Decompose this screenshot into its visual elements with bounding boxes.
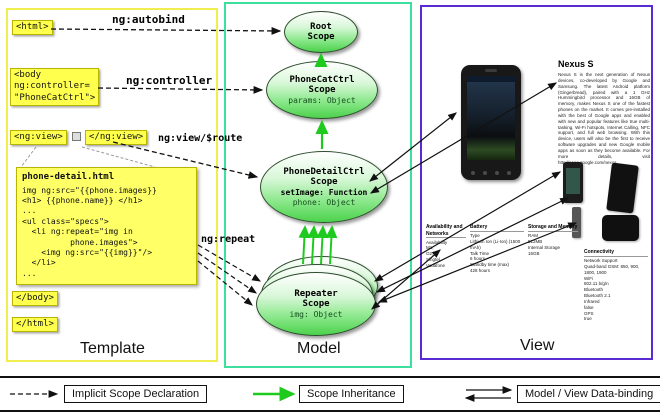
- code-box-title: phone-detail.html: [22, 172, 115, 182]
- list-item: ...: [22, 268, 37, 278]
- list-item: ...: [22, 206, 37, 216]
- phonecatctrl-scope-title: PhoneCatCtrl Scope: [289, 74, 355, 95]
- spec-header-battery: Battery: [470, 224, 524, 232]
- spec-header-connectivity: Connectivity: [584, 249, 648, 257]
- list-item: img ng:src="{{phone.images}}: [22, 185, 157, 195]
- list-item: 16GB: [528, 250, 540, 256]
- phone-thumbnail-side: [572, 207, 581, 238]
- view-placeholder-box: [72, 132, 81, 141]
- html-close-tag: </html>: [12, 317, 58, 333]
- ngview-open-tag: <ng:view>: [10, 130, 67, 146]
- phone-thumbnail-front: [563, 162, 583, 203]
- view-section-label: View: [520, 337, 555, 354]
- legend-bottom-rule: [0, 410, 660, 412]
- list-item: <h1> {{phone.name}} </h1>: [22, 196, 143, 206]
- phone-statusbar: [467, 76, 515, 82]
- phonecatctrl-scope-ellipse: PhoneCatCtrl Scope params: Object: [266, 61, 378, 119]
- spec-header-storage: Storage and Memory: [528, 224, 578, 232]
- phone-thumbnail-back: [602, 215, 639, 241]
- phone-buttons-row: [471, 171, 511, 175]
- thumbnail-screen: [566, 168, 580, 194]
- phonedetailctrl-scope-title: PhoneDetailCtrl Scope: [283, 166, 365, 187]
- phonedetailctrl-scope-prop-setimage: setImage: Function: [280, 188, 368, 198]
- list-item: Network Support: [584, 258, 618, 263]
- ng-repeat-label: ng:repeat: [201, 234, 256, 245]
- phonecatctrl-scope-prop: params: Object: [288, 96, 356, 106]
- list-item: Vodafone: [426, 262, 446, 268]
- html-open-tag: <html>: [12, 20, 53, 36]
- phone-speaker: [485, 69, 497, 72]
- template-section-frame: [6, 8, 218, 362]
- list-item: Lithium Ion (Li-Ion) (1500 mAh): [470, 238, 521, 250]
- list-item: Infrared: [584, 298, 600, 304]
- list-item: 428 hours: [470, 268, 491, 274]
- list-item: <li ng:repeat="img in: [22, 227, 133, 237]
- list-item: true: [584, 316, 592, 322]
- body-close-tag: </body>: [12, 291, 58, 307]
- list-item: 802.11 b/g/n: [584, 281, 609, 287]
- phone-detail-code-box: phone-detail.html img ng:src="{{phone.im…: [16, 167, 197, 286]
- legend-scope-inheritance: Scope Inheritance: [299, 385, 404, 403]
- list-item: </li>: [22, 258, 56, 268]
- template-section-label: Template: [80, 340, 145, 357]
- root-scope-ellipse: Root Scope: [284, 11, 358, 53]
- code-box-lines: img ng:src="{{phone.images}}<h1> {{phone…: [22, 186, 191, 280]
- list-item: GPS: [584, 310, 594, 316]
- ng-controller-label: ng:controller: [126, 74, 213, 87]
- phonedetailctrl-scope-ellipse: PhoneDetailCtrl Scope setImage: Function…: [260, 151, 388, 223]
- list-item: false: [584, 304, 594, 310]
- ngview-close-tag: </ng:view>: [85, 130, 148, 146]
- list-item: <ul class="specs">: [22, 216, 109, 226]
- repeater-scope-title: Repeater Scope: [294, 288, 338, 309]
- list-item: Bluetooth 2.1: [584, 293, 611, 299]
- ng-autobind-label: ng:autobind: [112, 13, 185, 26]
- model-section-label: Model: [297, 340, 341, 357]
- ng-view-route-label: ng:view/$route: [158, 133, 243, 144]
- phone-title: Nexus S: [558, 59, 594, 69]
- phone-description: Nexus S is the next generation of Nexus …: [558, 72, 650, 165]
- legend-implicit-scope: Implicit Scope Declaration: [64, 385, 208, 403]
- repeater-scope-ellipse-front: Repeater Scope img: Object: [256, 272, 376, 336]
- repeater-scope-prop: img: Object: [289, 310, 343, 320]
- list-item: WiFi: [584, 275, 593, 281]
- legend-top-rule: [0, 376, 660, 378]
- list-item: phone.images">: [22, 237, 138, 247]
- body-open-tag: <body ng:controller= "PhoneCatCtrl">: [10, 68, 100, 106]
- phone-screen: [467, 76, 515, 160]
- legend-data-binding: Model / View Data-binding: [517, 385, 660, 403]
- spec-header-availability: Availability and Networks: [426, 224, 466, 238]
- list-item: Quad-band GSM: 850, 900, 1800, 1900: [584, 263, 640, 275]
- root-scope-title: Root Scope: [307, 21, 335, 42]
- list-item: <img ng:src="{{img}}"/>: [22, 248, 153, 258]
- nexus-phone-image: [461, 65, 521, 180]
- phonedetailctrl-scope-prop-phone: phone: Object: [292, 198, 356, 208]
- list-item: Bluetooth: [584, 287, 604, 293]
